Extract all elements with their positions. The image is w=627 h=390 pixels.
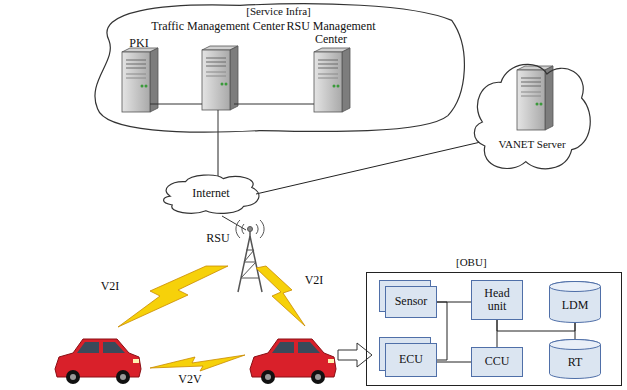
node-label: RT: [568, 356, 583, 369]
connector-line: [437, 302, 447, 360]
node-label: CCU: [485, 355, 510, 368]
node-label: ECU: [399, 353, 423, 366]
text-label: V2I: [101, 280, 120, 293]
process-box: Sensor: [385, 286, 437, 318]
cloud-shape: Internet: [160, 172, 262, 216]
text-label: V2V: [178, 373, 201, 386]
node-label: Head unit: [476, 287, 518, 313]
text-label: RSU Management Center: [275, 20, 387, 46]
database-cylinder: LDM: [549, 281, 601, 323]
connector-line: [575, 323, 576, 339]
database-cylinder: RT: [549, 339, 601, 379]
process-box: ECU: [385, 343, 437, 377]
cloud-region: VANET Server: [470, 56, 594, 176]
server-icon: [122, 46, 553, 130]
text-label: PKI: [129, 37, 148, 50]
connector-line: [437, 362, 471, 363]
region-heading: [OBU]: [456, 256, 487, 268]
connector-line: [256, 142, 479, 194]
text-label: V2I: [305, 274, 324, 287]
node-label: VANET Server: [498, 138, 565, 150]
text-label: Traffic Management Center: [151, 20, 286, 33]
car-icon: [55, 339, 141, 384]
unit-panel: [OBU]SensorHead unitLDMECUCCURT: [366, 272, 622, 386]
process-box: CCU: [471, 347, 523, 377]
node-label: LDM: [562, 299, 589, 312]
server-link: [150, 104, 314, 230]
connector-line: [218, 133, 219, 176]
process-box: Head unit: [471, 280, 523, 320]
region-heading: [Service Infra]: [246, 5, 310, 17]
text-label: RSU: [206, 232, 229, 245]
node-label: Internet: [192, 187, 229, 200]
node-label: Sensor: [395, 295, 428, 308]
rsu-antenna: [236, 220, 264, 292]
car-icon: [250, 339, 336, 384]
cloud-outline: [470, 56, 594, 176]
